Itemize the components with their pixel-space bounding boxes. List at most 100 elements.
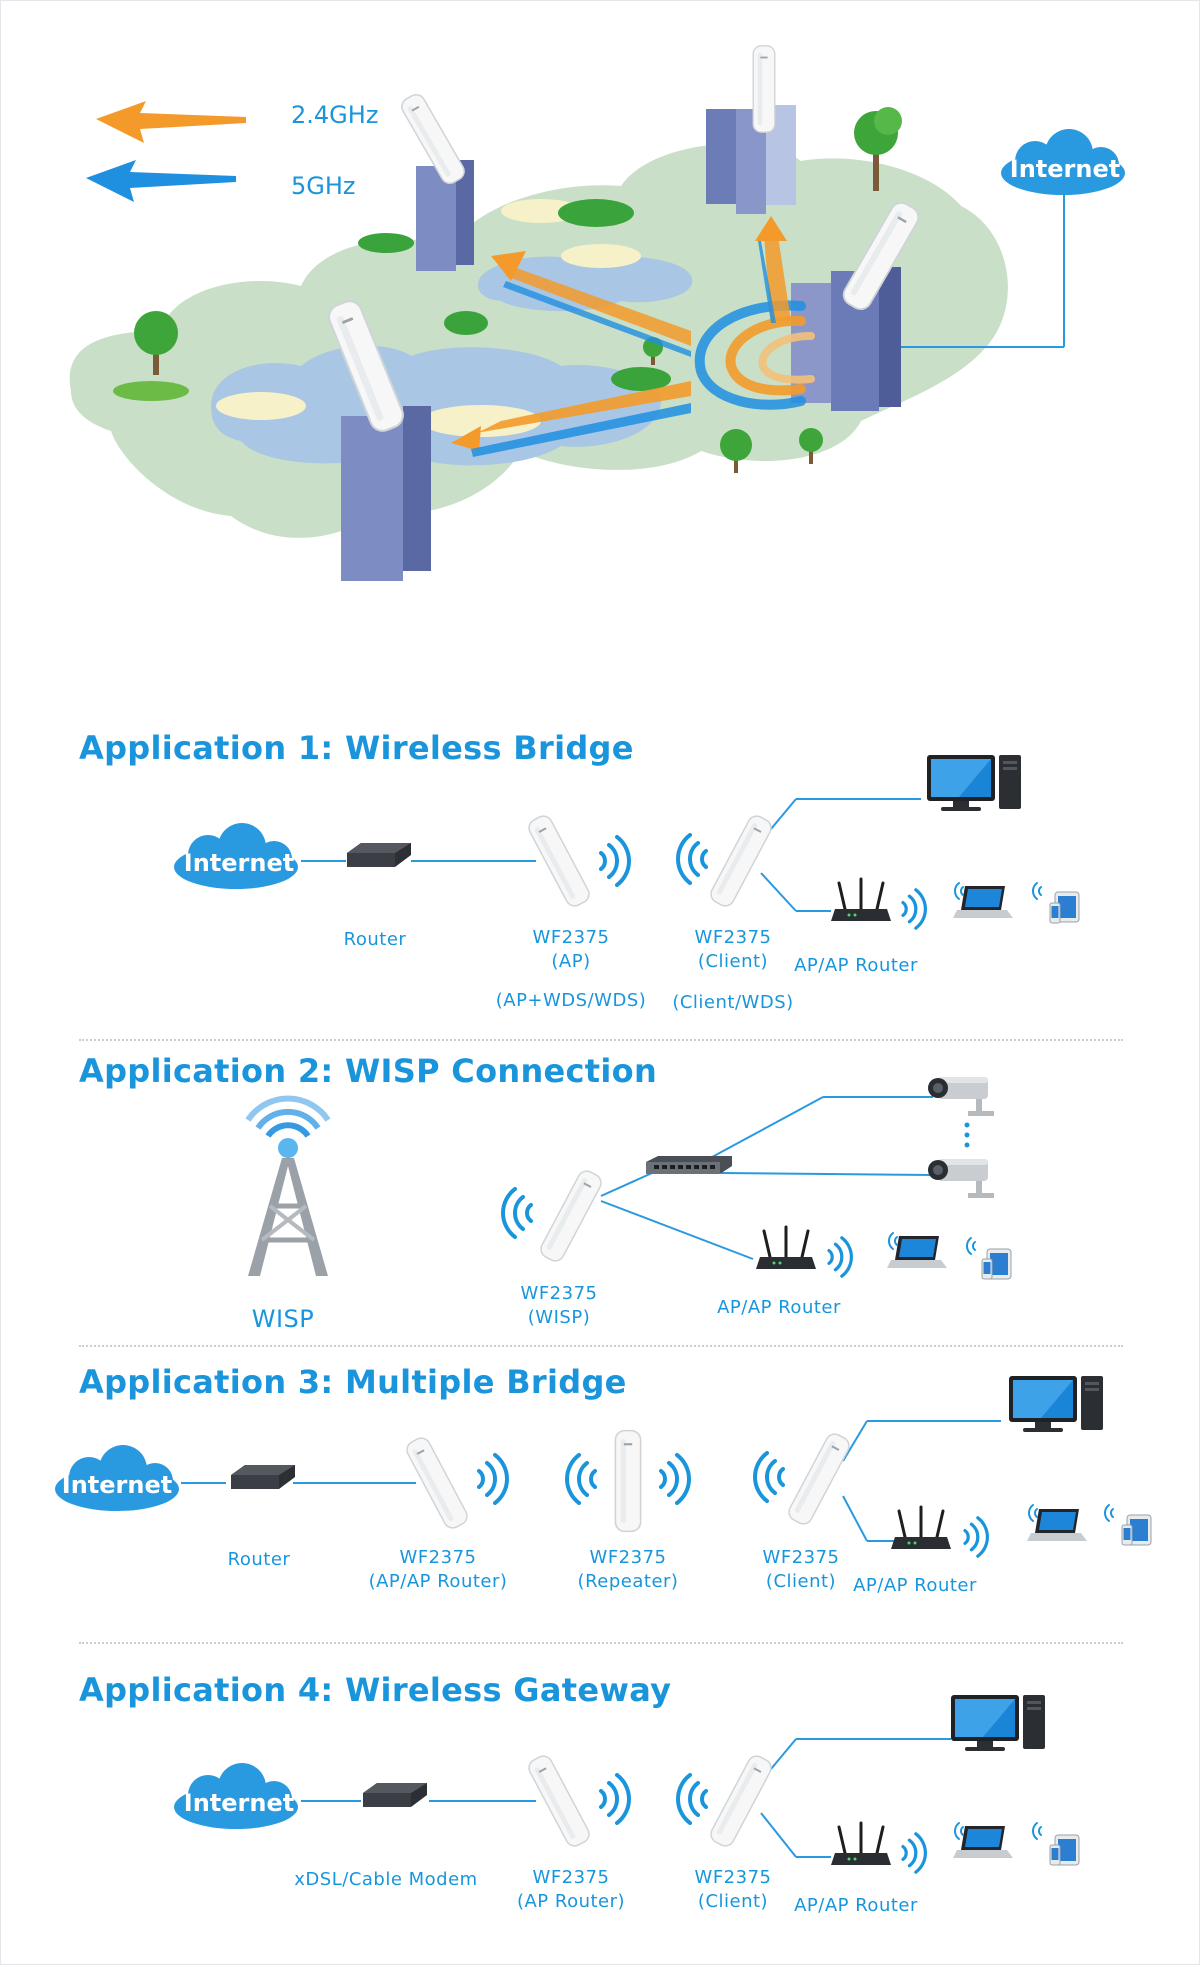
separator (79, 1345, 1123, 1347)
app2-ap-router-label: AP/AP Router (717, 1297, 841, 1318)
app2-model: WF2375 (520, 1283, 598, 1304)
app4-ap-model: WF2375 (532, 1867, 610, 1888)
app1-ap-router-label: AP/AP Router (794, 955, 918, 976)
legend-24ghz-label: 2.4GHz (291, 101, 379, 129)
tree (854, 107, 902, 191)
tree (720, 429, 752, 473)
app3-router-label: Router (227, 1549, 291, 1570)
app1-cpe-client (707, 812, 775, 910)
legend-arrow-24 (96, 101, 246, 143)
app2-camera-2 (928, 1159, 994, 1198)
app3-cpe-3 (785, 1430, 853, 1528)
bush (358, 233, 414, 253)
app3-cpe-repeater (614, 1429, 642, 1533)
app1-client-model: WF2375 (694, 927, 772, 948)
bush (611, 367, 671, 391)
app3-waves-rep-l (565, 1453, 597, 1505)
app2-tiny-waves-2 (966, 1237, 976, 1255)
tree (799, 428, 823, 464)
app2-mode: (WISP) (527, 1307, 591, 1328)
signal-rings (694, 300, 815, 410)
wisp-tower (245, 1095, 331, 1276)
grass-patch (113, 381, 189, 401)
app3-ap-router (889, 1505, 953, 1551)
app3-phone (1121, 1524, 1133, 1546)
sand-patch (561, 244, 641, 268)
app3-diagram (55, 1376, 1152, 1558)
app4-ap-router (829, 1821, 893, 1867)
app1-tiny-waves (954, 882, 964, 900)
app3-tiny-waves (1028, 1504, 1038, 1522)
app4-modem (363, 1783, 427, 1807)
app2-cpe (537, 1167, 605, 1265)
app1-client-mode: (Client) (697, 951, 769, 972)
app4-waves-ap (599, 1773, 631, 1825)
app4-internet-label: Internet (183, 1789, 295, 1817)
app4-phone (1049, 1844, 1061, 1866)
app1-note-ap: (AP+WDS/WDS) (495, 990, 647, 1011)
app1-title: Application 1: Wireless Bridge (79, 729, 634, 767)
app4-cpe-client (707, 1752, 775, 1850)
beam-to-left-5g (471, 403, 691, 457)
app3-wf3-mode: (Client) (765, 1571, 837, 1592)
bush (558, 199, 634, 227)
app4-monitor (951, 1695, 1045, 1751)
building-top (706, 105, 796, 214)
app2-wisp-label: WISP (251, 1305, 315, 1333)
beam-to-top (755, 216, 791, 323)
app3-title: Application 3: Multiple Bridge (79, 1363, 627, 1401)
app2-ap-router (754, 1225, 818, 1271)
app3-waves-3 (753, 1451, 785, 1503)
bush (444, 311, 488, 335)
app3-ap-router-label: AP/AP Router (853, 1575, 977, 1596)
app2-waves (501, 1187, 533, 1239)
app4-waves-client (676, 1773, 708, 1825)
app4-tiny-waves (954, 1822, 964, 1840)
app2-diagram (245, 1077, 1012, 1280)
app3-waves-1 (477, 1453, 509, 1505)
app3-monitor (1009, 1376, 1103, 1432)
app4-tiny-waves-2 (1032, 1822, 1042, 1840)
app3-router (231, 1465, 295, 1489)
app3-tiny-waves-2 (1104, 1504, 1114, 1522)
app1-waves-router (901, 888, 928, 930)
sand-patch (421, 405, 541, 437)
app3-wf3-model: WF2375 (762, 1547, 840, 1568)
app1-router (347, 843, 411, 867)
hero-internet-label: Internet (1009, 155, 1121, 183)
app4-modem-label: xDSL/Cable Modem (294, 1869, 478, 1890)
app3-internet-label: Internet (61, 1471, 173, 1499)
app2-phone (981, 1258, 993, 1280)
app3-wf2-mode: (Repeater) (577, 1571, 679, 1592)
app1-monitor (927, 755, 1021, 811)
sand-patch (216, 392, 306, 420)
app1-tiny-waves-2 (1032, 882, 1042, 900)
beam-to-left (451, 381, 691, 451)
app4-waves-router (901, 1832, 928, 1874)
app1-ap-model: WF2375 (532, 927, 610, 948)
app1-waves-client (676, 833, 708, 885)
app2-camera-1 (928, 1077, 994, 1116)
app2-switch (646, 1156, 732, 1174)
cpe-hero-top (752, 45, 776, 133)
separator (79, 1642, 1123, 1644)
app4-ap-mode: (AP Router) (516, 1891, 626, 1912)
app1-ap-mode: (AP) (551, 951, 591, 972)
app1-diagram (174, 755, 1080, 930)
app1-router-label: Router (343, 929, 407, 950)
app3-wf1-mode: (AP/AP Router) (368, 1571, 508, 1592)
app2-tiny-waves (888, 1232, 898, 1250)
app4-diagram (174, 1695, 1080, 1874)
app3-wf2-model: WF2375 (589, 1547, 667, 1568)
app1-note-client: (Client/WDS) (672, 992, 794, 1013)
legend-5ghz-label: 5GHz (291, 172, 356, 200)
app2-title: Application 2: WISP Connection (79, 1052, 658, 1090)
app1-internet-label: Internet (183, 849, 295, 877)
app4-client-model: WF2375 (694, 1867, 772, 1888)
hero-illustration (69, 45, 1125, 581)
app3-waves-rep-r (659, 1453, 691, 1505)
app3-waves-router (963, 1516, 990, 1558)
app3-wf1-model: WF2375 (399, 1547, 477, 1568)
